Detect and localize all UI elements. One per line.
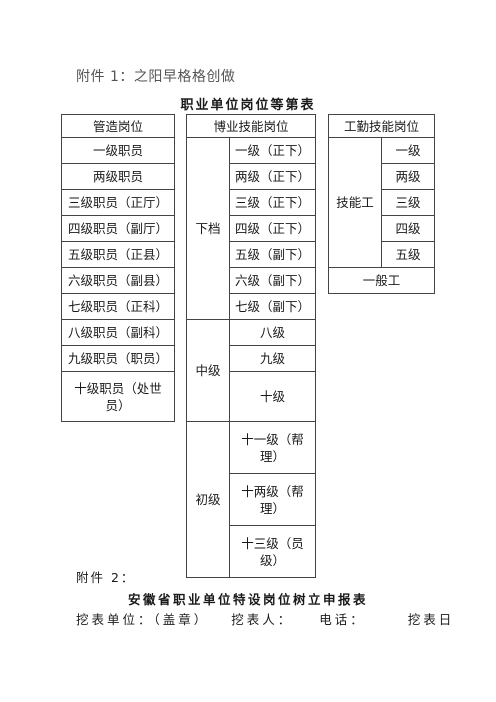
technical-level-8: 八级 (229, 319, 316, 346)
technical-level-1: 一级（正下） (229, 137, 316, 164)
management-level-2: 两级职员 (61, 163, 175, 190)
technical-level-3: 三级（正下） (229, 189, 316, 216)
filler-label: 挖表人： (231, 612, 294, 627)
management-level-4: 四级职员（副厅） (61, 215, 175, 242)
technical-level-6: 六级（副下） (229, 267, 316, 294)
work-skill-level-3: 三级 (381, 189, 435, 216)
technical-header: 博业技能岗位 (186, 114, 316, 138)
work-skill-header: 工勤技能岗位 (328, 114, 435, 138)
management-level-9: 九级职员（职员） (61, 345, 175, 372)
management-level-6: 六级职员（副县） (61, 267, 175, 294)
technical-level-9: 九级 (229, 345, 316, 372)
work-skill-positions-table: 工勤技能岗位 技能工 一级 两级 三级 四级 五级 一般工 (328, 114, 435, 294)
date-label: 挖表日 (407, 612, 455, 627)
work-skill-level-2: 两级 (381, 163, 435, 190)
management-level-8: 八级职员（副科） (61, 319, 175, 346)
technical-level-12: 十两级（帮理） (229, 473, 316, 526)
work-skill-level-1: 一级 (381, 137, 435, 164)
technical-level-4: 四级（正下） (229, 215, 316, 242)
phone-label: 电话： (319, 612, 366, 627)
management-level-3: 三级职员（正厅） (61, 189, 175, 216)
work-skill-level-4: 四级 (381, 215, 435, 242)
technical-level-7: 七级（副下） (229, 293, 316, 320)
form-title: 安徽省职业单位特设岗位树立申报表 (127, 592, 368, 607)
filling-unit-label: 挖表单位：（盖章） (76, 612, 210, 627)
work-skill-general-worker: 一般工 (328, 267, 435, 294)
attachment-1-label: 附件 1：之阳早格格创做 (76, 69, 236, 85)
management-level-10: 十级职员（处世员） (61, 371, 175, 422)
technical-level-11: 十一级（帮理） (229, 421, 316, 474)
management-positions-table: 管造岗位 一级职员 两级职员 三级职员（正厅） 四级职员（副厅） 五级职员（正县… (61, 114, 175, 422)
form-header-line: 挖表单位：（盖章） 挖表人： 电话： 挖表日 (76, 609, 454, 628)
management-level-5: 五级职员（正县） (61, 241, 175, 268)
technical-group-senior: 下档 (186, 137, 230, 320)
table-title: 职业单位岗位等第表 (180, 98, 316, 113)
technical-positions-table: 博业技能岗位 下档 一级（正下） 两级（正下） 三级（正下） 四级（正下） 五级… (186, 114, 316, 578)
work-skill-group-technician: 技能工 (328, 137, 382, 268)
management-level-1: 一级职员 (61, 137, 175, 164)
management-header: 管造岗位 (61, 114, 175, 138)
work-skill-level-5: 五级 (381, 241, 435, 268)
technical-group-junior: 初级 (186, 421, 230, 578)
technical-level-2: 两级（正下） (229, 163, 316, 190)
technical-level-13: 十三级（员级） (229, 525, 316, 578)
management-level-7: 七级职员（正科） (61, 293, 175, 320)
technical-group-intermediate: 中级 (186, 319, 230, 422)
technical-level-5: 五级（副下） (229, 241, 316, 268)
technical-level-10: 十级 (229, 371, 316, 422)
attachment-2-label: 附件 2： (76, 570, 136, 585)
